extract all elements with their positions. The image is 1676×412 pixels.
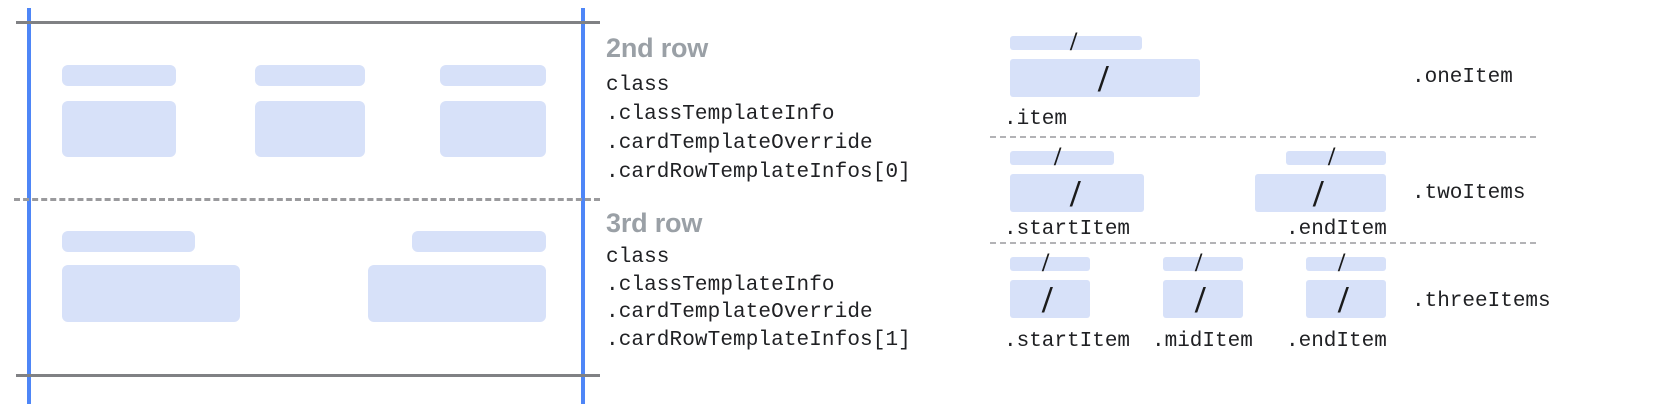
item-thumb-block: /	[1010, 58, 1200, 100]
row-3-code-line: .classTemplateInfo	[606, 274, 835, 297]
item-thumb-block: /	[1010, 279, 1090, 321]
row-3-code-line: .cardRowTemplateInfos[1]	[606, 329, 911, 352]
placeholder-bar	[255, 65, 365, 86]
row-2-heading: 2nd row	[606, 33, 709, 63]
slash-glyph: /	[1098, 58, 1109, 100]
item-label: .startItem	[1004, 218, 1131, 241]
placeholder-bar	[62, 65, 176, 86]
placeholder-bar	[62, 231, 195, 252]
slash-glyph: /	[1070, 27, 1078, 56]
slash-glyph: /	[1328, 142, 1336, 171]
slash-glyph: /	[1070, 173, 1081, 215]
placeholder-bar	[412, 231, 546, 252]
item-thumb-bar: /	[1286, 144, 1386, 170]
row-2-code-line: .cardTemplateOverride	[606, 132, 873, 155]
item-label: .midItem	[1152, 330, 1253, 353]
variant-separator-dotted-line	[990, 136, 1536, 138]
item-thumb-block: /	[1163, 279, 1243, 321]
item-label: .endItem	[1286, 330, 1387, 353]
slash-glyph: /	[1195, 279, 1206, 321]
item-thumb-bar: /	[1306, 250, 1386, 276]
item-label: .endItem	[1286, 218, 1387, 241]
placeholder-bar	[440, 65, 546, 86]
right-vertical-guide-line	[581, 8, 585, 404]
slash-glyph: /	[1338, 248, 1346, 277]
variant-group-label: .oneItem	[1412, 66, 1513, 89]
item-thumb-bar: /	[1010, 29, 1142, 55]
slash-glyph: /	[1195, 248, 1203, 277]
slash-glyph: /	[1313, 173, 1324, 215]
variant-separator-dotted-line	[990, 242, 1536, 244]
item-thumb-block: /	[1010, 173, 1144, 215]
top-rule-line	[16, 21, 600, 24]
variant-group-label: .twoItems	[1412, 182, 1526, 205]
placeholder-block	[440, 101, 546, 157]
item-label: .item	[1004, 108, 1068, 131]
bottom-rule-line	[16, 374, 600, 377]
row-2-code-line: .classTemplateInfo	[606, 103, 835, 126]
item-thumb-bar: /	[1163, 250, 1243, 276]
placeholder-block	[368, 265, 546, 322]
row-3-code-line: class	[606, 246, 670, 269]
slash-glyph: /	[1042, 279, 1053, 321]
placeholder-block	[62, 101, 176, 157]
row-2-code-line: .cardRowTemplateInfos[0]	[606, 161, 911, 184]
row-2-code-line: class	[606, 74, 670, 97]
variant-group-label: .threeItems	[1412, 290, 1551, 313]
row-separator-dashed-line	[14, 198, 600, 201]
left-vertical-guide-line	[27, 8, 31, 404]
item-label: .startItem	[1004, 330, 1131, 353]
item-thumb-bar: /	[1010, 250, 1090, 276]
slash-glyph: /	[1338, 279, 1349, 321]
row-3-code-line: .cardTemplateOverride	[606, 301, 873, 324]
item-thumb-block: /	[1255, 173, 1386, 215]
placeholder-block	[62, 265, 240, 322]
row-3-heading: 3rd row	[606, 208, 703, 238]
slash-glyph: /	[1042, 248, 1050, 277]
slash-glyph: /	[1054, 142, 1062, 171]
item-thumb-block: /	[1306, 279, 1386, 321]
placeholder-block	[255, 101, 365, 157]
item-thumb-bar: /	[1010, 144, 1114, 170]
